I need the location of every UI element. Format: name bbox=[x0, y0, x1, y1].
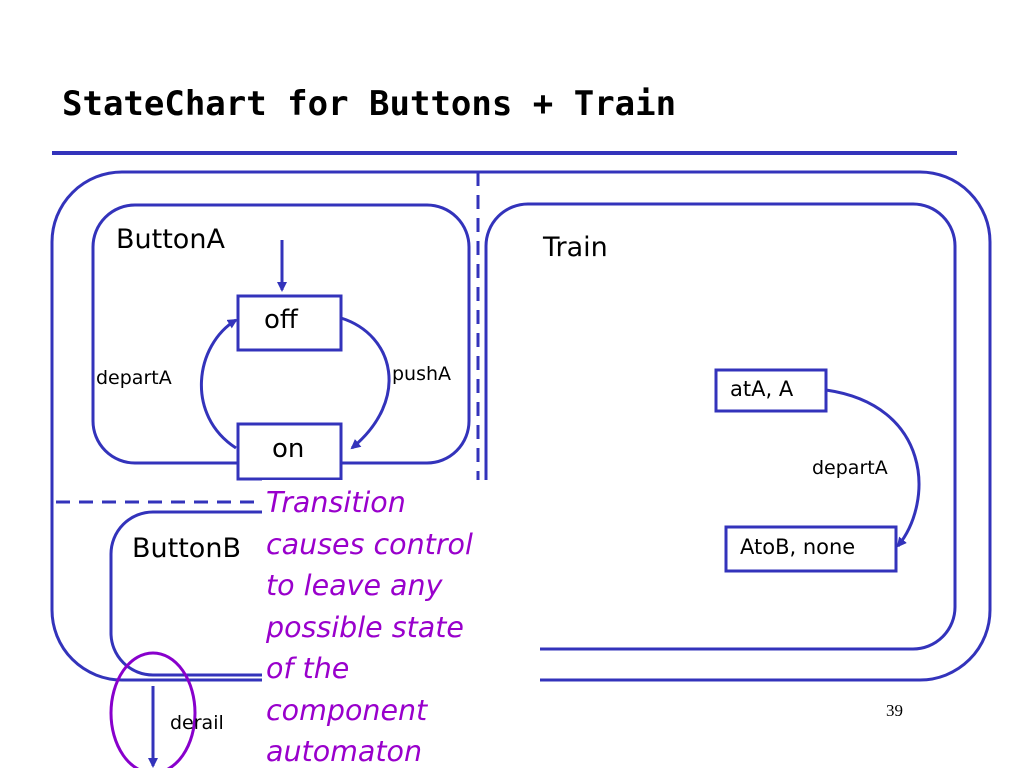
state-off bbox=[236, 294, 343, 352]
derail-event-label: derail bbox=[170, 712, 224, 734]
state-at-a bbox=[714, 368, 828, 413]
depart-a-event-label: departA bbox=[96, 367, 172, 389]
depart-a-transition-train bbox=[825, 388, 921, 548]
highlight-ellipse bbox=[109, 651, 197, 768]
depart-a-transition-button bbox=[200, 318, 238, 450]
slide-title: StateChart for Buttons + Train bbox=[62, 84, 677, 124]
button-a-label: ButtonA bbox=[116, 224, 225, 255]
state-a-to-b bbox=[724, 525, 898, 573]
title-divider bbox=[52, 151, 957, 155]
button-b-label: ButtonB bbox=[132, 533, 241, 564]
train-label: Train bbox=[543, 232, 608, 263]
annotation-callout: Transition causes control to leave any p… bbox=[262, 480, 540, 768]
annotation-line: causes control bbox=[266, 527, 473, 561]
train-region bbox=[484, 202, 957, 651]
state-on bbox=[236, 422, 343, 481]
state-a-to-b-label: AtoB, none bbox=[740, 535, 856, 559]
push-a-transition bbox=[340, 316, 391, 450]
state-at-a-label: atA, A bbox=[730, 377, 794, 401]
depart-a-train-event-label: departA bbox=[812, 457, 888, 479]
annotation-line: possible state bbox=[266, 610, 464, 644]
annotation-line: automaton bbox=[266, 735, 423, 768]
annotation-line: to leave any bbox=[266, 569, 443, 602]
state-off-label: off bbox=[264, 305, 298, 335]
state-on-label: on bbox=[272, 434, 305, 464]
annotation-line: Transition bbox=[266, 486, 406, 519]
annotation-line: of the bbox=[266, 652, 350, 685]
push-a-event-label: pushA bbox=[392, 363, 452, 385]
page-number: 39 bbox=[886, 701, 903, 720]
annotation-line: component bbox=[266, 693, 428, 727]
